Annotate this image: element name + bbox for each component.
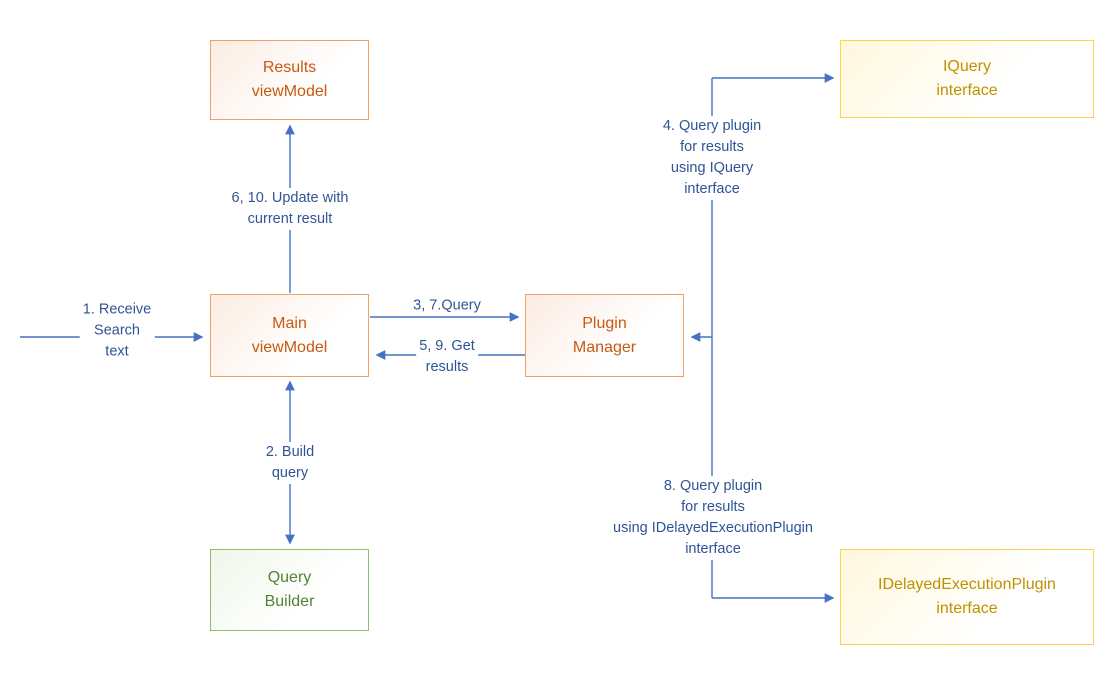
- label-query-plugin-idelayed: 8. Query plugin for results using IDelay…: [610, 476, 816, 560]
- box-main-viewmodel: Main viewModel: [210, 294, 369, 377]
- box-plugin-manager-label: Plugin Manager: [572, 314, 637, 356]
- box-idelayedexecutionplugin-interface-label: IDelayedExecutionPlugin interface: [878, 576, 1056, 617]
- box-iquery-interface: IQuery interface: [840, 40, 1094, 118]
- box-plugin-manager: Plugin Manager: [525, 294, 684, 377]
- label-update-with-current-result: 6, 10. Update with current result: [228, 188, 352, 230]
- box-main-viewmodel-label: Main viewModel: [251, 314, 328, 356]
- label-query-plugin-iquery: 4. Query plugin for results using IQuery…: [659, 116, 765, 200]
- box-results-viewmodel: Results viewModel: [210, 40, 369, 120]
- box-results-viewmodel-label: Results viewModel: [251, 59, 328, 100]
- box-iquery-interface-label: IQuery interface: [936, 58, 998, 99]
- label-query: 3, 7.Query: [413, 297, 481, 314]
- label-receive-search-text: 1. Receive Search text: [79, 299, 155, 363]
- box-query-builder: Query Builder: [210, 549, 369, 631]
- label-get-results: 5, 9. Get results: [416, 336, 478, 378]
- label-build-query: 2. Build query: [262, 442, 318, 484]
- box-idelayedexecutionplugin-interface: IDelayedExecutionPlugin interface: [840, 549, 1094, 645]
- box-query-builder-label: Query Builder: [264, 569, 315, 610]
